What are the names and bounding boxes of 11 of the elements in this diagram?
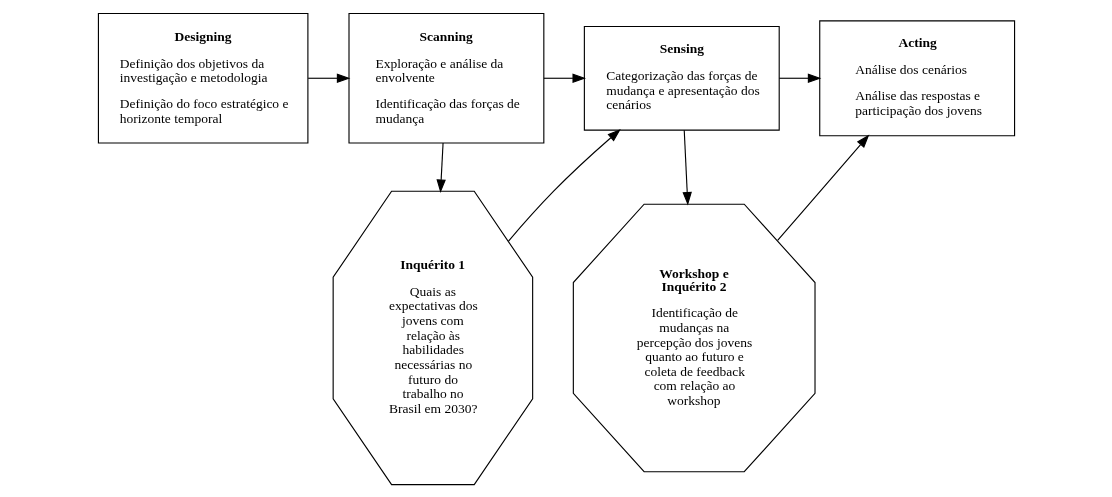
arrow (507, 128, 621, 242)
node-box: Sensing Categorização das forças de mudança e apresentação dos cenários (583, 25, 780, 131)
arrow (681, 129, 692, 206)
arrow (778, 73, 821, 83)
arrow (435, 141, 446, 193)
arrow (776, 134, 869, 241)
arrow (307, 73, 350, 83)
arrow (542, 73, 586, 83)
node-box: Acting Análise dos cenários Análise das respostas e participação dos jovens (818, 19, 1015, 136)
node-box: Scanning Exploração e análise da envolvente Identificação das forças de mudança (347, 12, 544, 144)
node-box: Designing Definição dos objetivos da investigação e metodologia Definição do foco estratégico e horizonte temporal (97, 12, 308, 144)
